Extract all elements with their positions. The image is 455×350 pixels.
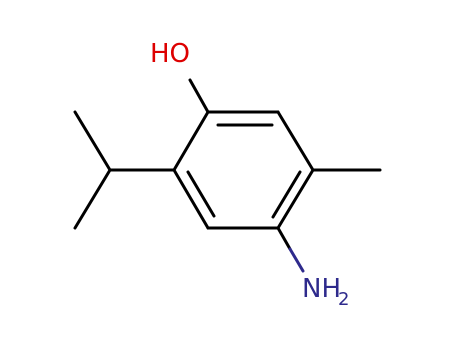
ring-bond-c6-c1: [172, 110, 210, 172]
ring-bond-c5-c6: [172, 168, 210, 230]
hydroxyl-label: HO: [150, 39, 190, 69]
ring-bond-c2-c3: [276, 110, 315, 172]
amine-bond-lower: [288, 247, 305, 273]
hydroxyl-bond: [188, 78, 210, 114]
amine-subscript: 2: [338, 289, 349, 310]
isopropyl-lower-methyl-bond: [73, 168, 112, 230]
inner-double-bond-left: [186, 170, 216, 218]
isopropyl-upper-methyl-bond: [73, 110, 112, 172]
amine-bond-upper: [276, 226, 292, 251]
ring-bond-c3-c4: [276, 168, 315, 230]
inner-double-bond-right: [271, 170, 302, 219]
amine-label: NH: [302, 274, 341, 304]
bonds: [73, 78, 382, 230]
